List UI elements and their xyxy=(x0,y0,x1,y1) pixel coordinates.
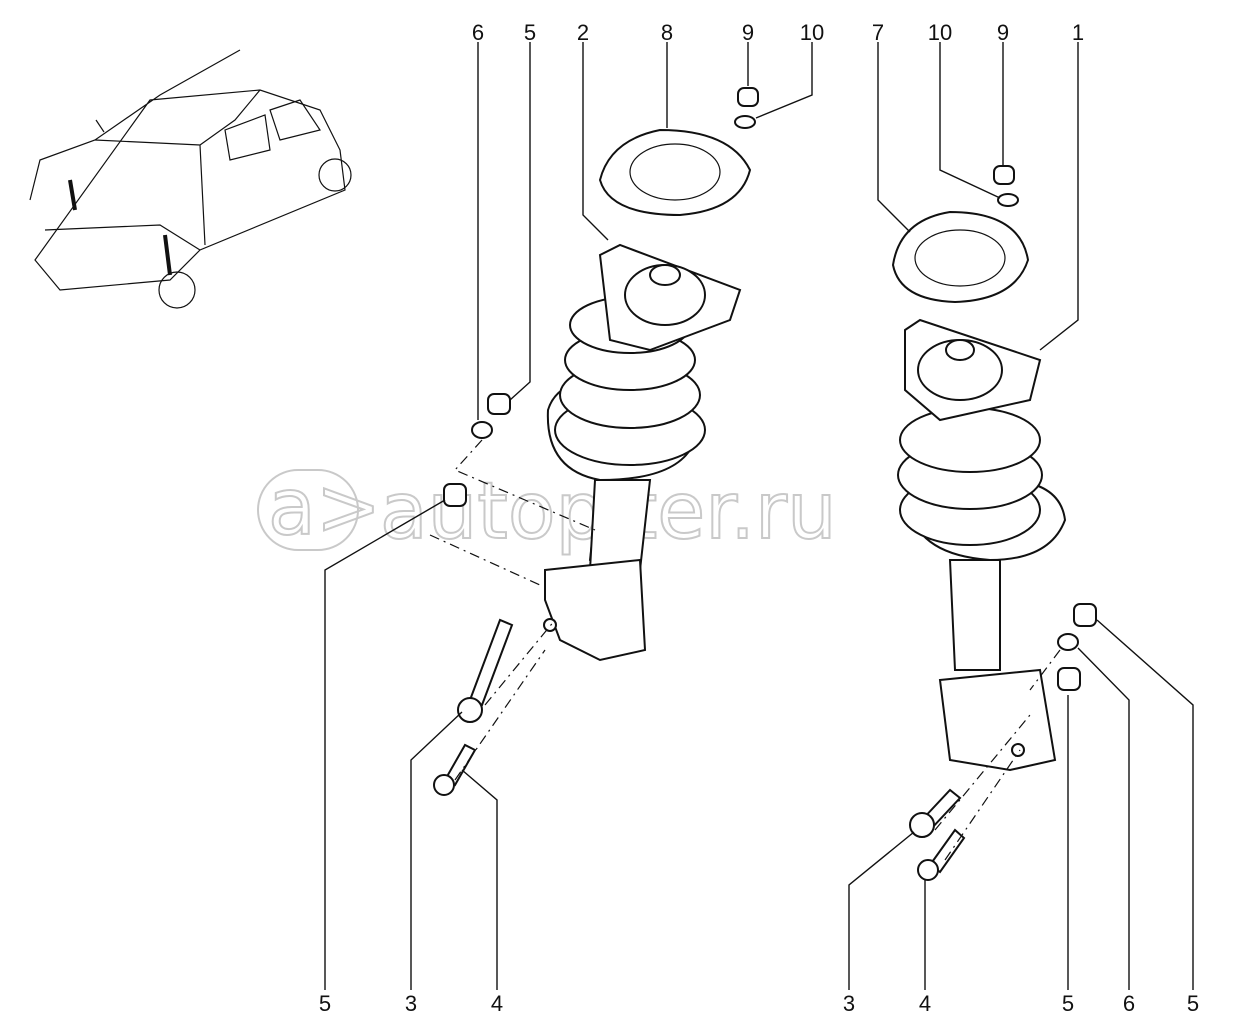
callout-8: 8 xyxy=(661,20,673,45)
center-lines xyxy=(429,439,1061,861)
callout-2: 2 xyxy=(577,20,589,45)
callout-9: 9 xyxy=(997,20,1009,45)
callout-3: 3 xyxy=(843,991,855,1016)
support-plate-8 xyxy=(598,128,752,217)
callout-7: 7 xyxy=(872,20,884,45)
callout-5: 5 xyxy=(319,991,331,1016)
callout-9: 9 xyxy=(742,20,754,45)
callouts-bottom: 5 3 4 3 4 5 6 5 xyxy=(319,991,1199,1016)
callouts-top: 6 5 2 8 9 10 7 10 9 1 xyxy=(472,20,1084,45)
callout-10: 10 xyxy=(928,20,952,45)
callout-5: 5 xyxy=(524,20,536,45)
fasteners xyxy=(433,87,1097,881)
callout-4: 4 xyxy=(491,991,503,1016)
callout-1: 1 xyxy=(1072,20,1084,45)
leader-lines xyxy=(324,42,1194,990)
strut-assembly-right xyxy=(897,318,1067,772)
callout-6: 6 xyxy=(472,20,484,45)
callout-6: 6 xyxy=(1123,991,1135,1016)
callout-5: 5 xyxy=(1062,991,1074,1016)
callout-3: 3 xyxy=(405,991,417,1016)
watermark-glyph: a> xyxy=(268,463,381,553)
callout-5: 5 xyxy=(1187,991,1199,1016)
car-thumbnail xyxy=(29,49,352,309)
strut-assembly-left xyxy=(543,243,742,662)
support-plate-7 xyxy=(891,210,1030,304)
callout-4: 4 xyxy=(919,991,931,1016)
callout-10: 10 xyxy=(800,20,824,45)
